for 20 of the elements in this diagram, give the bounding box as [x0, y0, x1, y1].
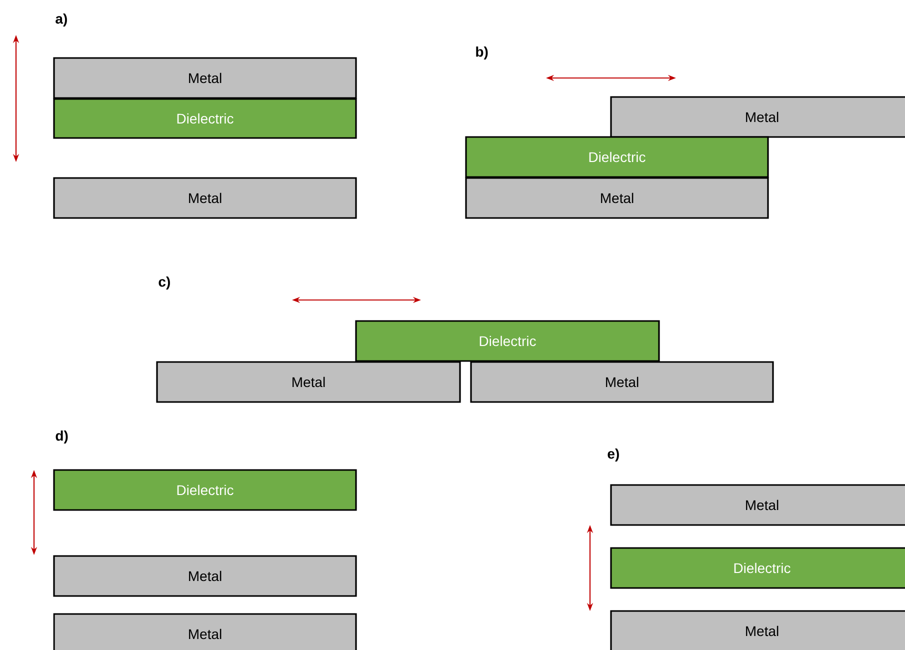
dielectric-layer: Dielectric: [355, 320, 660, 362]
panel-label: e): [608, 448, 619, 462]
metal-layer: Metal: [53, 613, 357, 650]
panel-label: c): [158, 276, 170, 290]
dielectric-layer: Dielectric: [53, 98, 357, 139]
metal-layer: Metal: [610, 96, 905, 138]
metal-layer: Metal: [465, 177, 769, 219]
metal-layer: Metal: [610, 484, 905, 526]
dielectric-layer: Dielectric: [53, 469, 357, 511]
dielectric-layer: Dielectric: [465, 136, 769, 178]
panel-label: b): [476, 46, 488, 60]
dielectric-layer: Dielectric: [610, 547, 905, 589]
metal-layer: Metal: [610, 610, 905, 650]
panel-label: a): [56, 13, 67, 27]
panel-label: d): [56, 430, 68, 444]
metal-layer: Metal: [53, 555, 357, 597]
metal-layer: Metal: [470, 361, 774, 403]
metal-layer: Metal: [53, 57, 357, 99]
metal-layer: Metal: [53, 177, 357, 219]
metal-layer: Metal: [156, 361, 461, 403]
